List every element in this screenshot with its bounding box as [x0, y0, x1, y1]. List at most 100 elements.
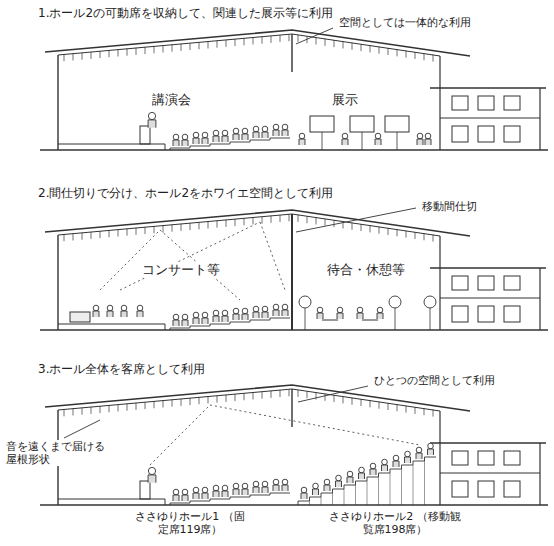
person-head — [262, 481, 268, 487]
podium — [140, 481, 150, 499]
person-head — [273, 304, 279, 310]
leader-line — [296, 28, 333, 44]
person-head — [253, 481, 259, 487]
person-head — [242, 308, 248, 314]
tree-trunk — [305, 308, 306, 330]
person-head — [324, 479, 330, 485]
rafter — [109, 50, 110, 57]
exhibit-panel — [310, 116, 334, 132]
rafter — [226, 40, 227, 47]
person-body — [173, 495, 179, 501]
step — [270, 493, 290, 495]
person-head — [242, 128, 248, 134]
person-head — [182, 134, 188, 140]
rafter — [388, 48, 389, 55]
person-head — [193, 132, 199, 138]
rafter — [136, 48, 137, 55]
person-head — [233, 308, 239, 314]
partition-soffit — [291, 34, 292, 72]
person-body — [193, 138, 199, 144]
person-body — [370, 469, 376, 475]
person-body — [282, 310, 288, 316]
retractable-step — [390, 469, 402, 473]
rafter — [433, 410, 434, 417]
person-head — [377, 307, 383, 313]
person-head — [393, 455, 399, 461]
annex-window — [478, 306, 494, 322]
retractable-step — [356, 481, 368, 485]
panel-title: 2.間仕切りで分け、ホール2をホワイエ空間として利用 — [38, 186, 333, 200]
annex-window — [504, 481, 520, 497]
rafter — [289, 389, 290, 396]
rafter — [334, 40, 335, 47]
hall-name: ささゆりホール2 （移動観覧席198席） — [325, 510, 465, 536]
rafter — [343, 41, 344, 48]
step — [170, 503, 190, 505]
person-body — [273, 130, 279, 136]
person-head — [299, 133, 305, 139]
person-body — [253, 312, 259, 318]
step-support — [332, 493, 333, 505]
person-body — [242, 314, 248, 320]
person-head — [182, 489, 188, 495]
person-body — [299, 139, 305, 145]
person-body — [242, 134, 248, 140]
rafter — [190, 43, 191, 50]
rafter — [316, 218, 317, 225]
person-head — [173, 134, 179, 140]
step — [250, 140, 270, 142]
rafter — [424, 408, 425, 415]
rafter — [217, 41, 218, 48]
rafter — [262, 37, 263, 44]
tree-trunk — [395, 308, 396, 330]
rafter — [118, 404, 119, 411]
rafter — [397, 404, 398, 411]
rafter — [388, 228, 389, 235]
annex-window — [504, 451, 520, 465]
step — [230, 142, 250, 144]
person-body — [282, 485, 288, 491]
step — [210, 144, 230, 146]
rafter — [352, 43, 353, 50]
person-body — [233, 489, 239, 495]
retractable-step — [379, 473, 391, 477]
use-label: 待合・休憩等 — [325, 262, 407, 278]
hall-name: ささゆりホール1 （固定席119席） — [135, 510, 245, 536]
use-label: 展示 — [330, 92, 360, 108]
rafter — [163, 225, 164, 232]
rafter — [136, 228, 137, 235]
rafter — [127, 404, 128, 411]
annex-wall — [539, 88, 540, 150]
rafter — [352, 223, 353, 230]
annex-window — [478, 481, 494, 497]
leader-line — [64, 420, 100, 438]
rafter — [145, 402, 146, 409]
person-body — [173, 320, 179, 326]
rafter — [379, 47, 380, 54]
rafter — [406, 231, 407, 238]
retractable-step — [344, 485, 356, 489]
rafter — [127, 229, 128, 236]
person-head — [93, 305, 99, 311]
stage — [58, 324, 165, 330]
person-body — [262, 487, 268, 493]
person-body — [148, 120, 156, 128]
person-body — [336, 481, 342, 487]
rafter — [388, 403, 389, 410]
retractable-step — [298, 501, 310, 505]
person-body — [222, 491, 228, 497]
person-body — [202, 318, 208, 324]
annex-window — [452, 126, 468, 142]
rafter — [199, 42, 200, 49]
annex-window — [452, 276, 468, 290]
step — [210, 324, 230, 326]
rafter — [217, 221, 218, 228]
retractable-step — [310, 497, 322, 501]
rafter — [271, 391, 272, 398]
person-head — [253, 126, 259, 132]
rafter — [280, 390, 281, 397]
partition-soffit — [291, 389, 292, 427]
person-body — [93, 311, 99, 317]
exhibit-panel — [385, 116, 409, 132]
